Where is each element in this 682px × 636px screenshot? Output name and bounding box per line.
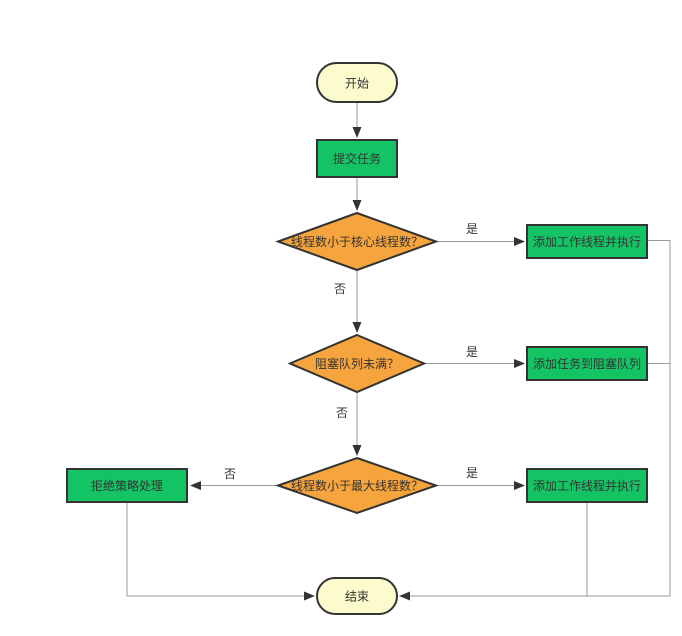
node-add-worker-max: 添加工作线程并执行 xyxy=(526,468,648,503)
edge-label-core-yes: 是 xyxy=(466,222,478,236)
nodes: 开始 提交任务 线程数小于核心线程数？ 添加工作线程并执行 阻塞队列未满？ xyxy=(66,62,648,615)
edge-label-max-no: 否 xyxy=(224,467,236,481)
add-worker-max-label: 添加工作线程并执行 xyxy=(533,478,641,493)
node-check-core-threads: 线程数小于核心线程数？ xyxy=(275,211,439,272)
enqueue-task-shape xyxy=(526,346,648,381)
node-submit-task: 提交任务 xyxy=(316,139,398,178)
node-enqueue-task: 添加任务到阻塞队列 xyxy=(526,346,648,381)
end-terminator-shape xyxy=(316,577,398,615)
add-worker-max-shape xyxy=(526,468,648,503)
check-core-threads-shape xyxy=(275,211,439,272)
end-label: 结束 xyxy=(345,590,369,604)
reject-policy-label: 拒绝策略处理 xyxy=(91,478,163,493)
edge-labels: 是 否 是 否 是 否 xyxy=(224,222,478,481)
edge-label-core-no: 否 xyxy=(334,282,346,296)
edge-label-max-yes: 是 xyxy=(466,466,478,480)
node-end: 结束 xyxy=(316,577,398,615)
node-start: 开始 xyxy=(316,62,398,103)
add-worker-core-label: 添加工作线程并执行 xyxy=(533,234,641,249)
edges xyxy=(126,102,671,601)
check-core-threads-label: 线程数小于核心线程数？ xyxy=(291,234,423,249)
check-queue-label: 阻塞队列未满？ xyxy=(315,356,399,371)
edge-reject-to-end xyxy=(126,502,315,601)
node-check-max-threads: 线程数小于最大线程数？ xyxy=(274,456,440,515)
submit-task-shape xyxy=(316,139,398,178)
reject-policy-shape xyxy=(66,468,188,503)
start-label: 开始 xyxy=(345,77,369,91)
edge-worker-core-to-end xyxy=(399,240,671,601)
node-check-queue: 阻塞队列未满？ xyxy=(287,333,427,394)
check-max-threads-label: 线程数小于最大线程数？ xyxy=(291,478,423,493)
start-terminator-shape xyxy=(316,62,398,103)
edge-label-queue-no: 否 xyxy=(336,406,348,420)
enqueue-task-label: 添加任务到阻塞队列 xyxy=(533,356,641,371)
node-reject-policy: 拒绝策略处理 xyxy=(66,468,188,503)
add-worker-core-shape xyxy=(526,224,648,259)
submit-task-label: 提交任务 xyxy=(333,151,381,166)
check-queue-shape xyxy=(287,333,427,394)
check-max-threads-shape xyxy=(274,456,440,515)
node-add-worker-core: 添加工作线程并执行 xyxy=(526,224,648,259)
edge-label-queue-yes: 是 xyxy=(466,345,478,359)
